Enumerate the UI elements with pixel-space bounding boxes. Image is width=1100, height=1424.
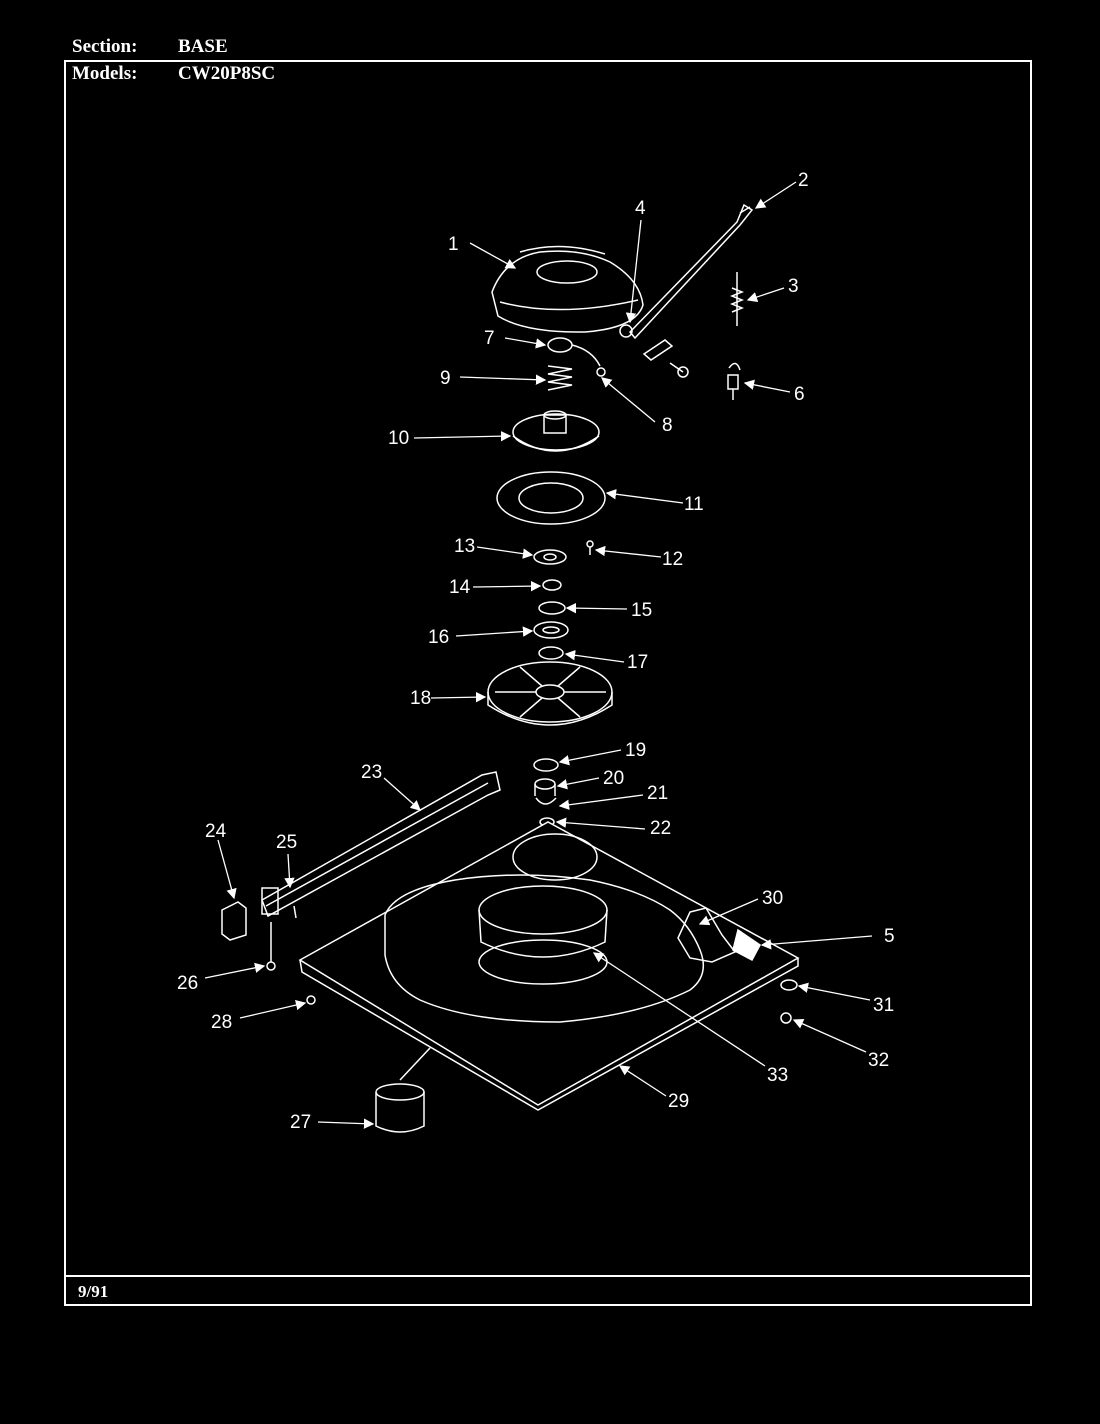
callout-6: 6 — [794, 384, 805, 405]
part-9-spring — [547, 365, 573, 391]
callout-8: 8 — [662, 415, 673, 436]
callout-7: 7 — [484, 328, 495, 349]
callout-numbers: 1 2 3 4 5 6 7 8 9 10 11 12 13 14 15 16 1… — [177, 170, 895, 1133]
part-17-ring — [538, 646, 564, 660]
part-20-hub — [534, 778, 556, 796]
part-27-foot — [375, 1047, 431, 1133]
part-21-hub — [535, 797, 557, 805]
callout-18: 18 — [410, 688, 431, 709]
part-14-ring — [542, 579, 562, 591]
part-32-screw — [780, 1012, 792, 1024]
section-value: BASE — [178, 36, 228, 57]
callout-2: 2 — [798, 170, 809, 191]
callout-22: 22 — [650, 818, 671, 839]
part-25-clip — [261, 887, 297, 919]
callout-5: 5 — [884, 926, 895, 947]
part-30-plate — [677, 907, 761, 963]
callout-24: 24 — [205, 821, 227, 842]
callout-23: 23 — [361, 762, 382, 783]
callout-10: 10 — [388, 428, 409, 449]
callout-20: 20 — [603, 768, 624, 789]
part-16-thrust-bearing — [533, 621, 569, 639]
part-26-bolt — [266, 922, 276, 971]
callout-1: 1 — [448, 234, 459, 255]
footer-divider — [64, 1275, 1032, 1277]
part-8-screw — [571, 344, 606, 377]
callout-27: 27 — [290, 1112, 311, 1133]
part-1-cover — [491, 245, 644, 333]
callout-3: 3 — [788, 276, 799, 297]
callout-14: 14 — [449, 577, 471, 598]
callout-9: 9 — [440, 368, 451, 389]
callout-33: 33 — [767, 1065, 788, 1086]
part-15-ring — [538, 601, 566, 615]
callout-32: 32 — [868, 1050, 889, 1071]
models-value: CW20P8SC — [178, 63, 276, 84]
callout-30: 30 — [762, 888, 783, 909]
part-18-pulley — [487, 661, 613, 726]
callout-19: 19 — [625, 740, 646, 761]
footer-date: 9/91 — [78, 1282, 109, 1301]
callout-11: 11 — [684, 494, 704, 515]
callout-15: 15 — [631, 600, 652, 621]
base-hole — [512, 833, 598, 881]
callout-16: 16 — [428, 627, 449, 648]
callout-31: 31 — [873, 995, 894, 1016]
diagram-frame — [64, 60, 1032, 1306]
part-28-screw — [306, 995, 316, 1005]
lever-bracket — [642, 339, 689, 378]
callout-4: 4 — [635, 198, 646, 219]
part-23-strap — [261, 771, 501, 918]
part-13-washer — [533, 549, 567, 565]
callout-17: 17 — [627, 652, 648, 673]
callout-29: 29 — [668, 1091, 689, 1112]
section-label: Section: — [72, 36, 138, 57]
part-10-disc — [512, 410, 600, 452]
part-2-lever — [628, 203, 754, 340]
part-7-bearing — [547, 337, 573, 353]
callout-26: 26 — [177, 973, 198, 994]
part-24-bracket — [221, 901, 247, 941]
callout-25: 25 — [276, 832, 297, 853]
part-6-pin — [727, 362, 741, 400]
callout-12: 12 — [662, 549, 683, 570]
models-label: Models: — [72, 63, 138, 84]
part-11-ring — [496, 471, 606, 525]
callout-28: 28 — [211, 1012, 232, 1033]
part-19-collar — [533, 758, 559, 772]
part-3-spring — [729, 272, 745, 326]
callout-13: 13 — [454, 536, 475, 557]
part-4-bushing — [619, 324, 633, 338]
part-29-base — [298, 821, 800, 1111]
part-31-washer — [780, 979, 798, 991]
callout-21: 21 — [647, 783, 668, 804]
part-12-screw — [586, 540, 594, 555]
